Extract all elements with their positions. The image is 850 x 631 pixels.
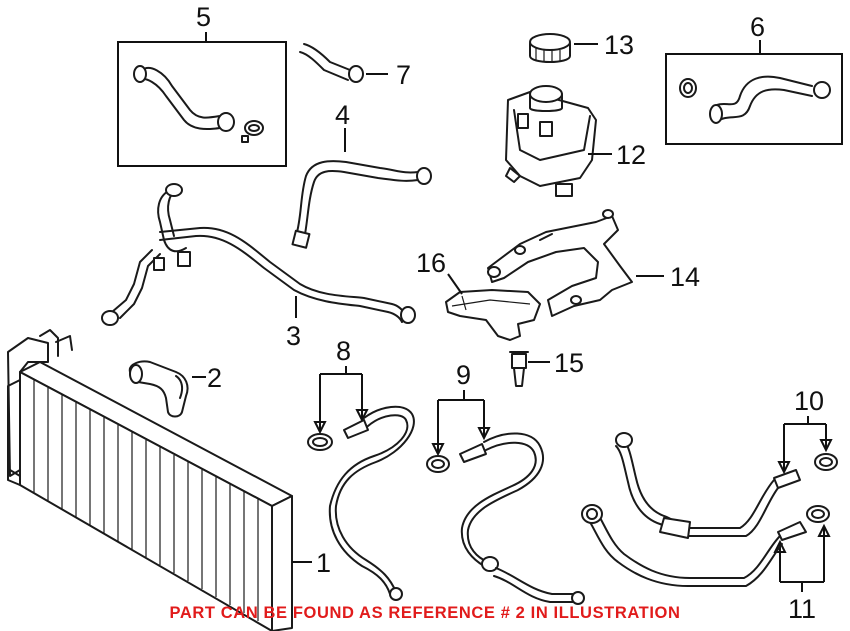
short-coolant-hose xyxy=(128,360,189,418)
hose-line-10 xyxy=(615,432,838,539)
callout-10: 10 xyxy=(794,386,824,416)
mounting-bracket xyxy=(487,209,633,317)
heat-shield xyxy=(445,289,541,341)
callout-12: 12 xyxy=(616,140,646,170)
coolant-pipe-assembly xyxy=(101,183,416,326)
radiator xyxy=(7,329,293,631)
hose-with-clamp-kit xyxy=(117,41,287,167)
callout-11: 11 xyxy=(788,594,816,624)
upper-hose xyxy=(291,160,432,249)
callout-8: 8 xyxy=(336,336,351,366)
sensor xyxy=(509,351,529,387)
hose-line-11 xyxy=(581,504,830,587)
hose-kit-6-contents xyxy=(679,75,831,124)
hose-line-8 xyxy=(307,405,415,601)
callout-5: 5 xyxy=(196,2,211,32)
hose-with-clamp-kit xyxy=(665,53,843,145)
callout-16: 16 xyxy=(416,248,446,278)
callout-1: 1 xyxy=(316,548,331,578)
callout-3: 3 xyxy=(286,321,301,351)
callout-14: 14 xyxy=(670,262,700,292)
callout-2: 2 xyxy=(207,363,222,393)
expansion-tank xyxy=(505,85,597,197)
small-hose xyxy=(299,43,364,83)
callout-9: 9 xyxy=(456,360,471,390)
callout-13: 13 xyxy=(604,30,634,60)
callout-15: 15 xyxy=(554,348,584,378)
callout-7: 7 xyxy=(396,60,411,90)
callout-4: 4 xyxy=(335,100,350,130)
reference-note: PART CAN BE FOUND AS REFERENCE # 2 IN IL… xyxy=(169,604,681,622)
expansion-tank-cap xyxy=(529,33,571,63)
hose-line-9 xyxy=(426,432,585,605)
hose-kit-5-contents xyxy=(133,65,264,143)
callout-6: 6 xyxy=(750,12,765,42)
